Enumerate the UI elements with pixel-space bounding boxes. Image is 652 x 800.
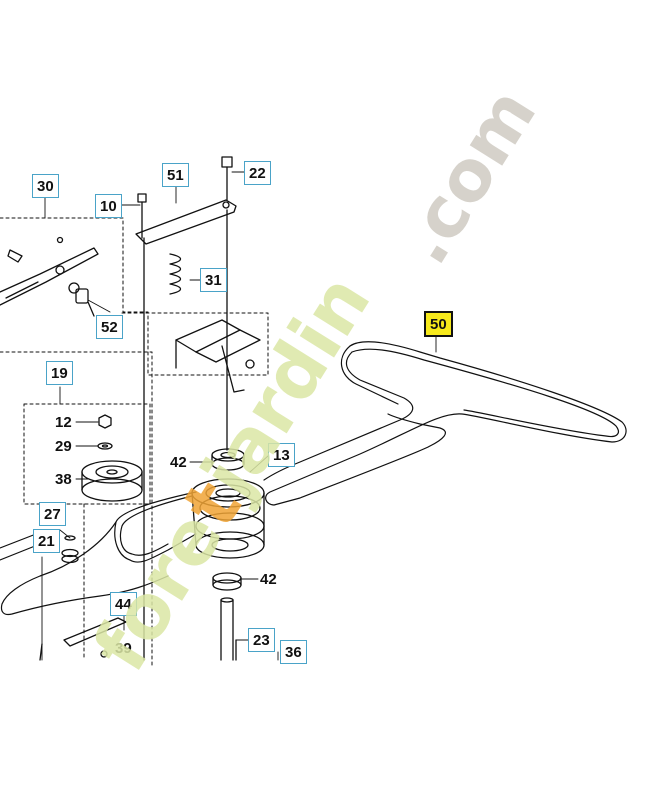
part-label-51: 51 [162,163,189,187]
part-label-13: 13 [268,443,295,467]
part-label-36: 36 [280,640,307,664]
part-label-31: 31 [200,268,227,292]
part-label-12: 12 [55,414,72,431]
drive-belt-50 [0,341,627,616]
part-label-39: 39 [115,640,132,657]
lever-51 [135,199,237,245]
leader-lines [41,171,437,661]
idler-pulley-38 [81,460,143,502]
bearing-42-top [211,448,245,471]
spacer-21 [61,548,79,564]
bearing-42-bottom [212,572,242,591]
spring-31 [169,253,182,295]
assembly-outline-group [0,217,269,666]
tension-bracket [175,319,261,393]
washer-27 [64,535,76,541]
part-label-38: 38 [55,471,72,488]
part-label-23: 23 [248,628,275,652]
part-label-42-bottom: 42 [260,571,277,588]
bracket-arm-30 [0,236,99,306]
part-label-44: 44 [110,592,137,616]
rod-shafts [143,209,234,661]
pivot-52 [75,288,95,317]
bolt-10 [137,193,147,239]
part-label-52: 52 [96,315,123,339]
part-label-29: 29 [55,438,72,455]
nut-12 [98,414,112,429]
part-label-27: 27 [39,502,66,526]
pulley-13 [191,478,265,559]
part-label-10: 10 [95,194,122,218]
part-label-50: 50 [424,311,453,337]
part-label-19: 19 [46,361,73,385]
washer-29 [97,442,113,450]
part-label-30: 30 [32,174,59,198]
part-label-22: 22 [244,161,271,185]
bolt-22 [221,156,233,201]
part-label-42-top: 42 [170,454,187,471]
part-label-21: 21 [33,529,60,553]
lower-bracket-44 [39,617,127,661]
